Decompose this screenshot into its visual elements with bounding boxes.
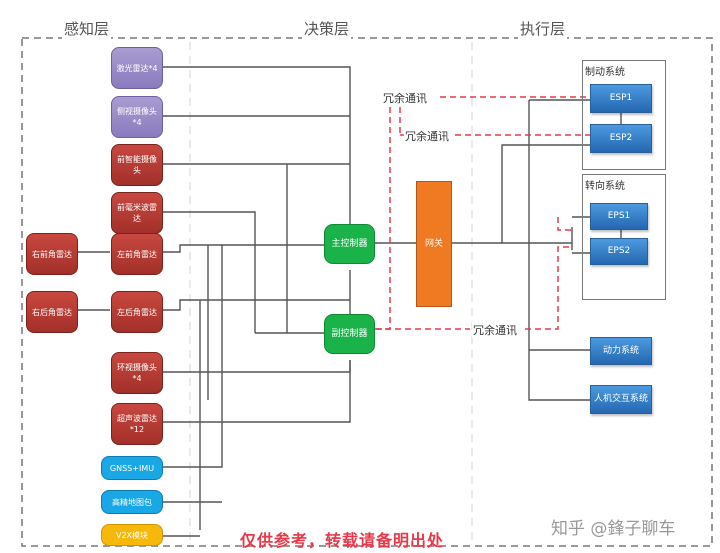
- redundant-comm-label-1: 冗余通讯: [382, 90, 428, 106]
- node-ultrasonic-radar[interactable]: 超声波雷达*12: [111, 403, 163, 445]
- outer-frame: [21, 37, 713, 547]
- redundant-comm-lines: [375, 96, 590, 330]
- brake-system-group: [582, 60, 666, 170]
- node-main-controller[interactable]: 主控制器: [324, 224, 375, 264]
- node-right-front-corner-radar[interactable]: 右前角雷达: [26, 233, 78, 275]
- node-eps2[interactable]: EPS2: [590, 238, 648, 265]
- node-surround-camera[interactable]: 环视摄像头*4: [111, 352, 163, 394]
- node-side-camera[interactable]: 侧视摄像头*4: [111, 96, 163, 138]
- node-lidar[interactable]: 激光雷达*4: [111, 47, 163, 89]
- redundant-comm-label-3: 冗余通讯: [472, 322, 518, 338]
- node-esp2[interactable]: ESP2: [590, 124, 652, 153]
- redundant-comm-label-2: 冗余通讯: [404, 128, 450, 144]
- node-right-rear-corner-radar[interactable]: 右后角雷达: [26, 291, 78, 333]
- brake-system-title: 制动系统: [585, 67, 625, 78]
- node-gateway[interactable]: 网关: [416, 181, 452, 307]
- node-backup-controller[interactable]: 副控制器: [324, 314, 375, 354]
- node-front-mmw-radar[interactable]: 前毫米波雷达: [111, 192, 163, 234]
- node-front-smart-camera[interactable]: 前智能摄像头: [111, 144, 163, 186]
- attribution: 知乎 @鋒子聊车: [545, 512, 682, 541]
- steering-system-title: 转向系统: [585, 181, 625, 192]
- node-v2x[interactable]: V2X模块: [101, 524, 163, 546]
- node-left-front-corner-radar[interactable]: 左前角雷达: [111, 233, 163, 275]
- steering-system-group: [582, 174, 666, 300]
- node-hd-map[interactable]: 高精地图包: [101, 490, 163, 514]
- node-powertrain[interactable]: 动力系统: [590, 337, 652, 365]
- watermark-text: 仅供参考，转载请备明出处: [240, 531, 445, 550]
- layer-title-execution: 执行层: [518, 18, 568, 39]
- layer-title-perception: 感知层: [62, 18, 112, 39]
- sensor-wiring: [78, 66, 622, 537]
- node-hmi[interactable]: 人机交互系统: [590, 385, 652, 414]
- node-eps1[interactable]: EPS1: [590, 203, 648, 230]
- node-gnss-imu[interactable]: GNSS+IMU: [101, 456, 163, 480]
- layer-title-decision: 决策层: [302, 18, 352, 39]
- node-esp1[interactable]: ESP1: [590, 84, 652, 113]
- node-left-rear-corner-radar[interactable]: 左后角雷达: [111, 291, 163, 333]
